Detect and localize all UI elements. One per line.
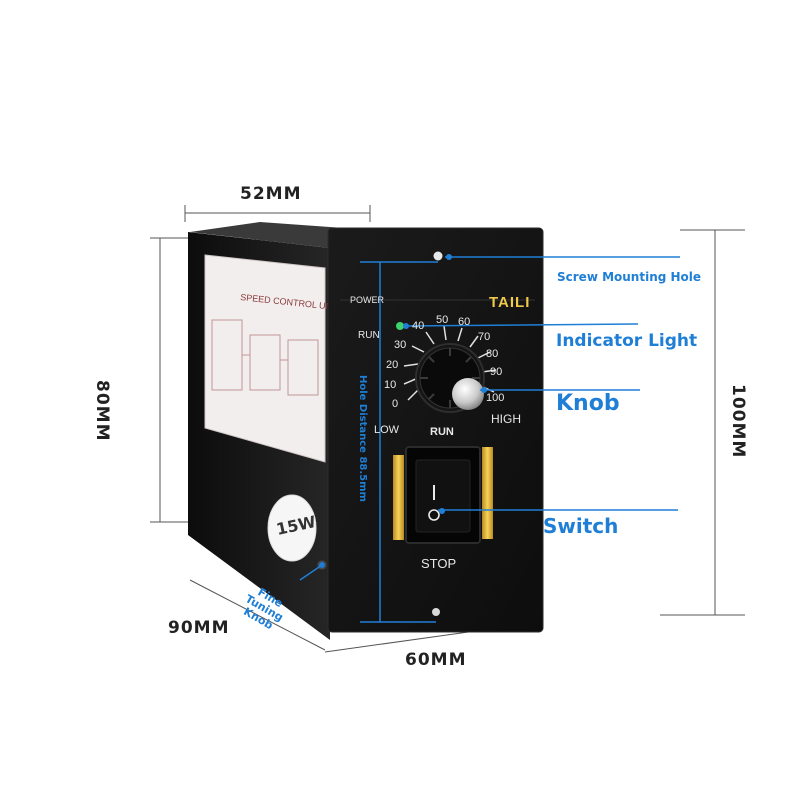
dim-width-bottom: 60MM bbox=[405, 650, 467, 670]
scale-100: 100 bbox=[486, 392, 505, 404]
label-high: HIGH bbox=[491, 412, 521, 426]
scale-40: 40 bbox=[412, 320, 425, 332]
brand-logo-text: TAILI bbox=[489, 294, 531, 311]
callout-hole-distance: Hole Distance 88.5mm bbox=[357, 375, 368, 502]
scale-0: 0 bbox=[392, 398, 399, 410]
label-stop: STOP bbox=[421, 556, 457, 571]
scale-10: 10 bbox=[384, 379, 397, 391]
switch-bar-right bbox=[482, 447, 493, 539]
scale-20: 20 bbox=[386, 359, 399, 371]
scale-90: 90 bbox=[490, 366, 503, 378]
callout-switch: Switch bbox=[543, 514, 619, 538]
rocker-switch[interactable] bbox=[405, 446, 481, 544]
label-run-bottom: RUN bbox=[430, 426, 454, 438]
screw-hole-top bbox=[433, 251, 443, 261]
label-power: POWER bbox=[350, 295, 385, 305]
dim-depth: 90MM bbox=[168, 618, 230, 638]
dimension-lines bbox=[150, 205, 745, 653]
switch-bar-left bbox=[393, 455, 404, 540]
callout-indicator: Indicator Light bbox=[556, 331, 698, 351]
scale-70: 70 bbox=[478, 331, 491, 343]
scale-30: 30 bbox=[394, 339, 407, 351]
speed-knob[interactable] bbox=[415, 343, 485, 413]
dial-ticks bbox=[403, 325, 497, 401]
callout-lines bbox=[299, 256, 680, 581]
screw-hole-bottom bbox=[432, 608, 440, 616]
scale-60: 60 bbox=[458, 316, 471, 328]
side-label: SPEED CONTROL UNIT bbox=[204, 254, 341, 562]
scale-50: 50 bbox=[436, 314, 449, 326]
label-low: LOW bbox=[374, 424, 400, 436]
dim-height-left: 80MM bbox=[92, 380, 112, 442]
dim-height-right: 100MM bbox=[728, 384, 748, 459]
indicator-light bbox=[396, 322, 404, 330]
label-run-left: RUN bbox=[358, 330, 380, 341]
dim-width-top: 52MM bbox=[240, 184, 302, 204]
callout-screw-hole: Screw Mounting Hole bbox=[557, 270, 702, 284]
scale-80: 80 bbox=[486, 348, 499, 360]
callout-knob: Knob bbox=[556, 391, 620, 416]
